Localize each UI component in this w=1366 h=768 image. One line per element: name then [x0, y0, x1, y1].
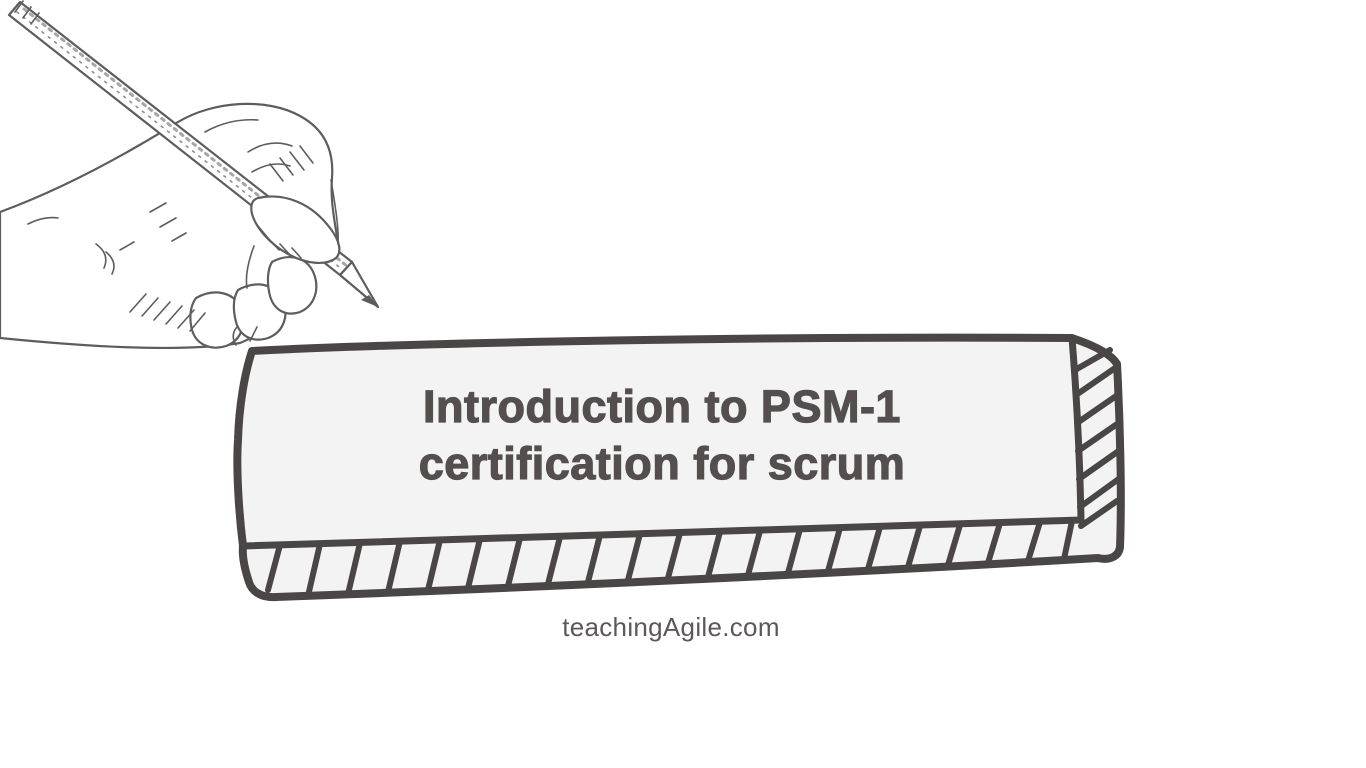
curled-finger-2	[232, 283, 287, 341]
pencil-shaft	[7, 0, 354, 277]
knuckle-creases	[204, 118, 293, 173]
hand-edge-accent	[330, 179, 339, 245]
hand-pencil-illustration	[0, 0, 380, 350]
hand-back-hatch	[119, 202, 187, 251]
pinky-side-hatch	[129, 293, 206, 332]
board-bottom-hatching	[265, 518, 1075, 599]
pencil-texture	[22, 7, 349, 268]
pencil-tip-cone	[338, 260, 380, 309]
site-url-text: teachingAgile.com	[562, 612, 780, 642]
pencil-graphite	[361, 295, 378, 307]
pencil-end-ticks	[14, 0, 40, 25]
banner-title: Introduction to PSM-1 certification for …	[251, 378, 1073, 492]
wrist-creases	[27, 216, 115, 275]
board-right-hatching	[1072, 347, 1123, 529]
banner-title-line-2: certification for scrum	[418, 437, 906, 489]
curled-finger-1	[189, 291, 245, 349]
webbing-line	[245, 245, 255, 289]
curled-finger-3	[266, 256, 318, 315]
pencil-texture-2	[16, 11, 344, 271]
thumb-shape	[250, 195, 341, 264]
hand-back-shape	[0, 102, 340, 350]
under-knuckle-hatch	[269, 145, 314, 182]
fingertip-ticks	[232, 326, 258, 346]
banner-title-line-1: Introduction to PSM-1	[422, 380, 901, 432]
thumb-shading	[257, 225, 302, 259]
